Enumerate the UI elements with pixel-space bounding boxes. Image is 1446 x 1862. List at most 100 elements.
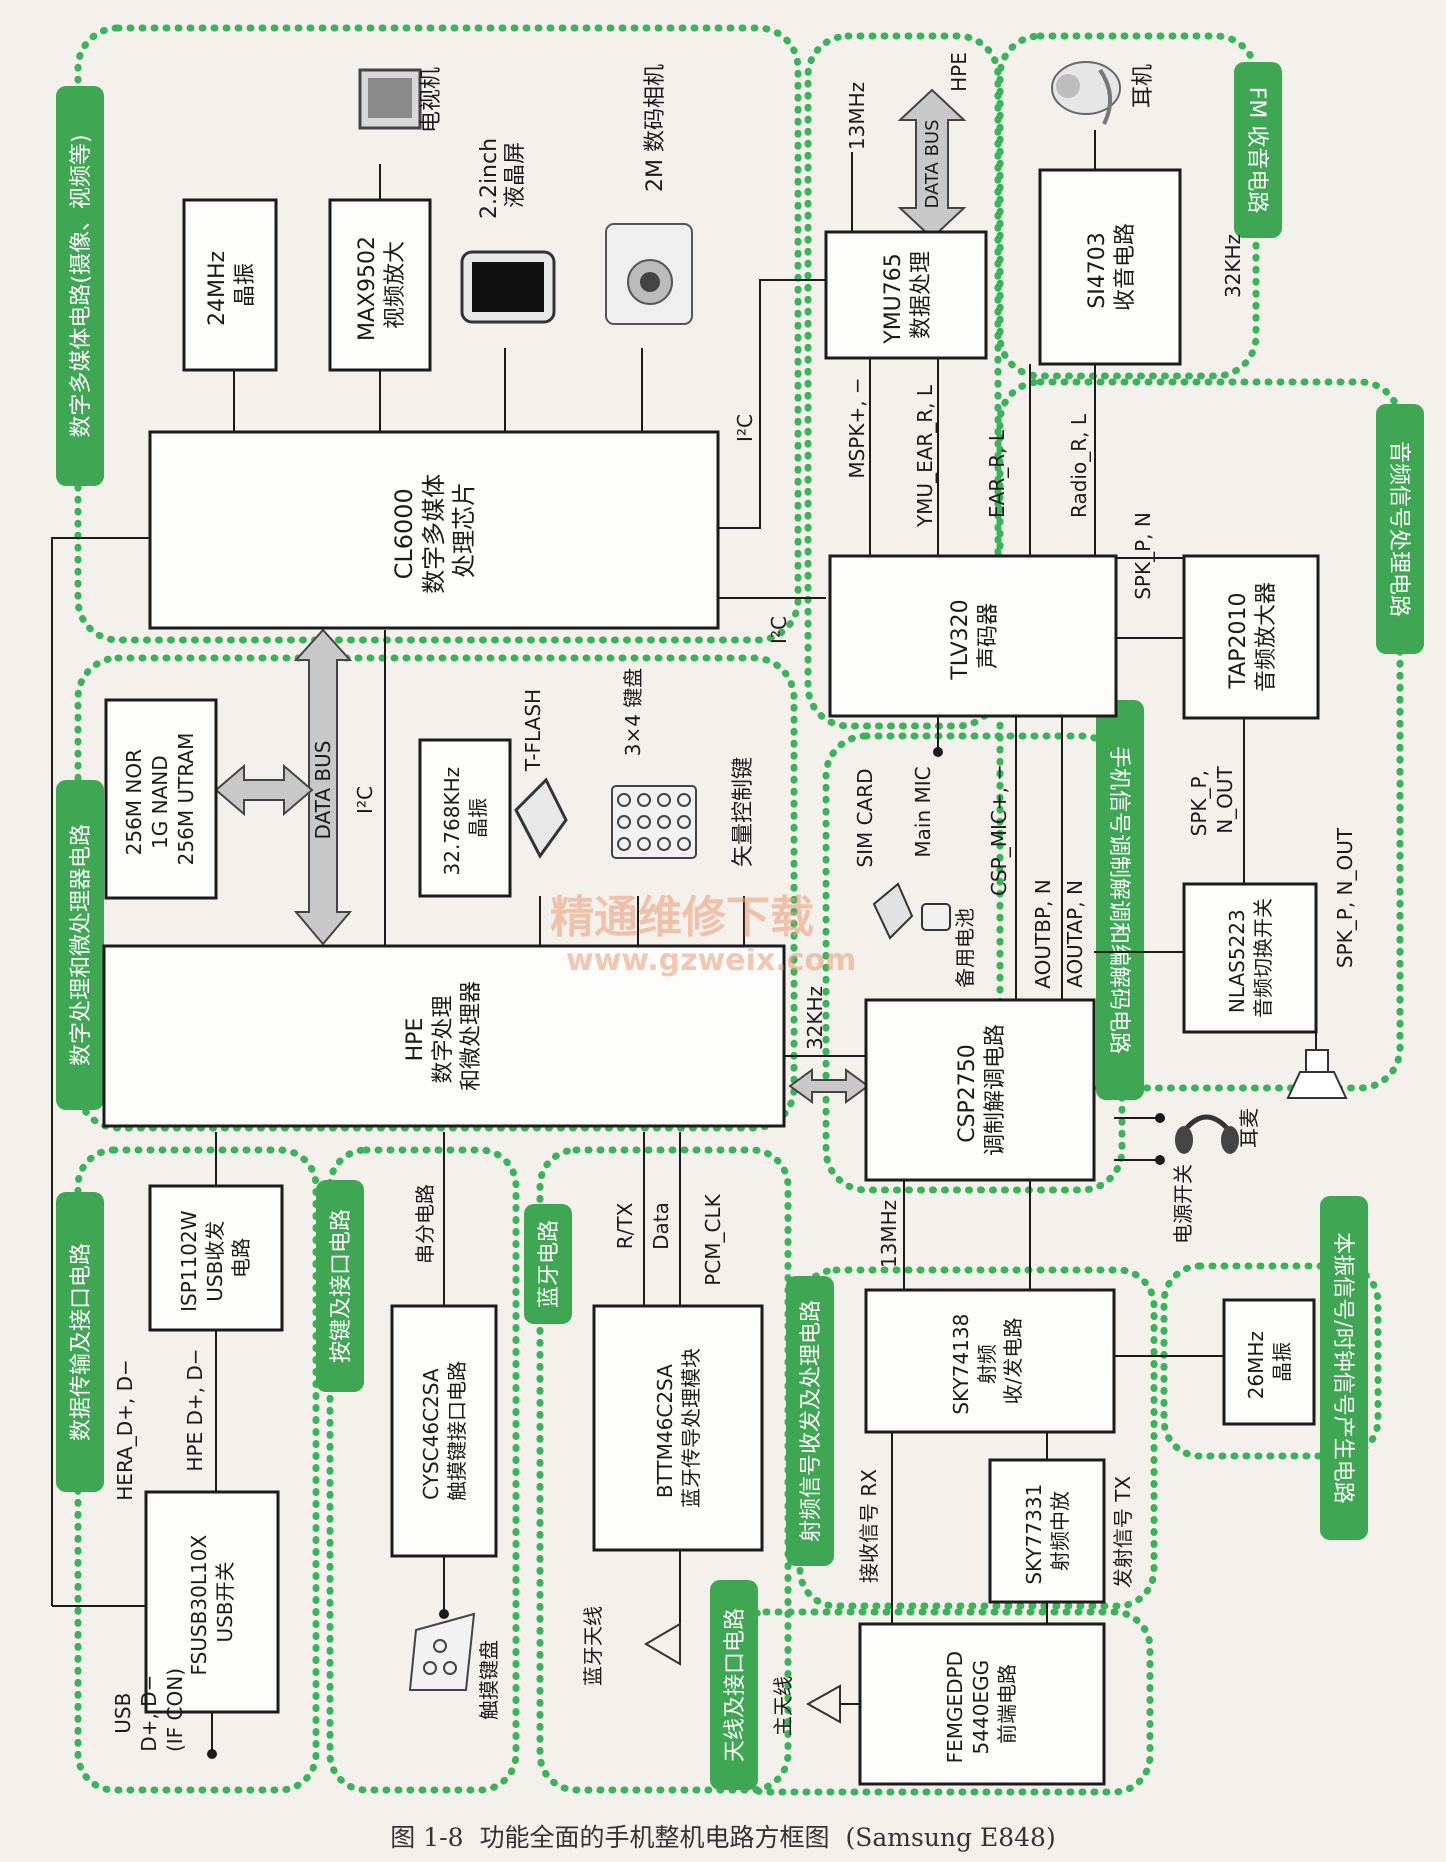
usb-port-conn: (IF CON) <box>163 1668 187 1752</box>
block-cl6000: CL6000 数字多媒体 处理芯片 <box>148 430 720 630</box>
signal-i2c-hpe: I²C <box>353 786 377 814</box>
signal-spk-p-n-out: SPK_P, N_OUT <box>1333 827 1357 968</box>
block-cysc: CYSC46C2SA 触摸键接口电路 <box>390 1304 498 1558</box>
keypad-key <box>617 793 631 807</box>
tflash-label: T-FLASH <box>521 689 545 772</box>
signal-csp-mic: CSP_MIC+, − <box>987 764 1011 896</box>
svg-text:SKY74138 射频 收/发电路: SKY74138 射频 收/发电路 <box>949 1307 1025 1414</box>
group-label-modem: 手机信号调制解调和编解码电路 <box>1096 700 1144 1100</box>
svg-text:CSP2750 调制解调电路: CSP2750 调制解调电路 <box>955 1024 1008 1156</box>
navkey-label: 矢量控制键 <box>731 757 756 867</box>
hpe-desc1: 数字处理 <box>431 995 456 1083</box>
group-label-clock-text: 本振信号/时钟信号产生电路 <box>1330 1232 1355 1503</box>
cysc-model: CYSC46C2SA <box>419 1368 443 1500</box>
group-label-clock: 本振信号/时钟信号产生电路 <box>1320 1196 1368 1540</box>
block-isp1102w: ISP1102W USB收发 电路 <box>148 1184 284 1332</box>
bt-antenna-icon <box>644 1622 681 1666</box>
si4703-model: SI4703 <box>1085 232 1110 308</box>
group-label-bt: 蓝牙电路 <box>524 1204 572 1324</box>
signal-i2c-tlv: I²C <box>767 616 791 644</box>
cysc-desc: 触摸键接口电路 <box>445 1361 469 1501</box>
earphone-label: 耳机 <box>1131 64 1156 108</box>
group-label-fm-text: FM 收音电路 <box>1244 87 1269 214</box>
signal-aoutbp: AOUTBP, N <box>1031 879 1055 988</box>
keypad-key <box>617 815 631 829</box>
signal-radio-rl: Radio_R, L <box>1067 413 1091 518</box>
sky74138-model: SKY74138 <box>949 1314 973 1415</box>
block-fsusb: FSUSB30L10X USB开关 <box>144 1490 280 1714</box>
ymu765-desc: 数据处理 <box>909 251 934 339</box>
svg-text:USB D+, D− (IF CON): USB D+, D− (IF CON) <box>111 1668 187 1752</box>
bt-antenna-label: 蓝牙天线 <box>581 1606 605 1686</box>
bttm-desc: 蓝牙传导处理模块 <box>679 1348 703 1508</box>
svg-text:32.768KHz 晶振: 32.768KHz 晶振 <box>440 761 490 876</box>
block-xtal-32khz: 32.768KHz 晶振 <box>418 738 512 898</box>
usb-port-label: USB <box>111 1693 135 1734</box>
svg-text:FSUSB30L10X USB开关: FSUSB30L10X USB开关 <box>187 1528 237 1675</box>
keypad-key <box>677 837 691 851</box>
group-keys-border <box>326 1146 520 1794</box>
isp1102w-desc2: 电路 <box>229 1238 253 1278</box>
signal-13mhz-rf: 13MHz <box>877 1200 901 1268</box>
bttm-model: BTTM46C2SA <box>653 1364 677 1498</box>
group-label-bt-text: 蓝牙电路 <box>537 1220 562 1308</box>
keypad-key <box>657 793 671 807</box>
keypad-key <box>657 815 671 829</box>
xtal-26mhz-name: 晶振 <box>1270 1342 1294 1382</box>
svg-text:SI4703 收音电路: SI4703 收音电路 <box>1085 223 1138 311</box>
nlas5223-model: NLAS5223 <box>1225 909 1249 1013</box>
touchpad-label: 触摸键盘 <box>477 1640 501 1720</box>
si4703-desc: 收音电路 <box>1113 223 1138 311</box>
lcd-screen-icon <box>460 250 556 324</box>
keypad-key <box>637 837 651 851</box>
connection-lines <box>51 130 1317 1650</box>
tap2010-desc: 音频放大器 <box>1254 582 1279 692</box>
keypad-keys <box>617 793 691 851</box>
group-label-multimedia-text: 数字多媒体电路(摄像、视频等) <box>69 134 94 437</box>
svg-text:2.2inch 液晶屏: 2.2inch 液晶屏 <box>477 131 528 219</box>
block-hpe: HPE 数字处理 和微处理器 <box>102 944 786 1128</box>
group-label-fm: FM 收音电路 <box>1234 62 1282 238</box>
signal-rx: 接收信号 RX <box>857 1469 881 1583</box>
xtal-24mhz-name: 晶振 <box>233 263 258 307</box>
block-tlv320: TLV320 声码器 <box>828 554 1118 718</box>
touchpad-dot <box>439 1609 449 1619</box>
signal-i2c-cl6000: I²C <box>733 414 757 442</box>
caption-text: 功能全面的手机整机电路方框图 <box>479 1823 830 1852</box>
svg-text:256M NOR 1G NAND 2: 256M NOR 1G NAND 256M UTRAM <box>122 733 198 866</box>
headset-dot <box>1155 1113 1165 1123</box>
signal-spk-p-nout-2: N_OUT <box>1213 765 1237 833</box>
headset-icon <box>1175 1114 1239 1154</box>
block-max9502: MAX9502 视频放大 <box>328 198 432 372</box>
group-label-audio: 音频信号处理电路 <box>1376 404 1424 654</box>
memory-nand: 1G NAND <box>148 755 172 849</box>
keypad-key <box>657 837 671 851</box>
data-bus-arrow-memory <box>214 763 314 817</box>
signal-ymu-ear: YMU_EAR_R, L <box>913 384 937 528</box>
power-switch-dot <box>1155 1155 1165 1165</box>
group-label-multimedia: 数字多媒体电路(摄像、视频等) <box>56 86 104 486</box>
keypad-key <box>677 793 691 807</box>
sky77331-desc: 射频中放 <box>1048 1491 1072 1571</box>
csp2750-model: CSP2750 <box>955 1044 980 1143</box>
block-memory: 256M NOR 1G NAND 256M UTRAM <box>104 698 218 900</box>
block-sky77331: SKY77331 射频中放 <box>988 1458 1106 1604</box>
touchpad-icon <box>408 1612 476 1691</box>
earphone-icon <box>1051 61 1121 125</box>
camera-label: 2M 数码相机 <box>643 64 668 192</box>
group-label-keys-text: 按键及接口电路 <box>329 1209 354 1363</box>
block-tap2010: TAP2010 音频放大器 <box>1182 554 1320 720</box>
block-bttm: BTTM46C2SA 蓝牙传导处理模块 <box>592 1304 764 1552</box>
tlv320-desc: 声码器 <box>976 603 1001 669</box>
csp2750-desc: 调制解调电路 <box>983 1024 1008 1156</box>
svg-text:ISP1102W USB收发 电路: ISP1102W USB收发 电路 <box>177 1204 253 1312</box>
svg-text:SPK_P, N_OUT: SPK_P, N_OUT <box>1187 764 1237 837</box>
group-label-digital-text: 数字处理和微处理器电路 <box>69 824 94 1066</box>
xtal-24mhz-freq: 24MHz <box>205 251 230 326</box>
block-xtal-26mhz: 26MHz 晶振 <box>1222 1298 1316 1426</box>
group-clock-border <box>1160 1262 1382 1460</box>
xtal-32khz-name: 晶振 <box>466 798 490 838</box>
block-xtal-24mhz: 24MHz 晶振 <box>182 198 278 372</box>
